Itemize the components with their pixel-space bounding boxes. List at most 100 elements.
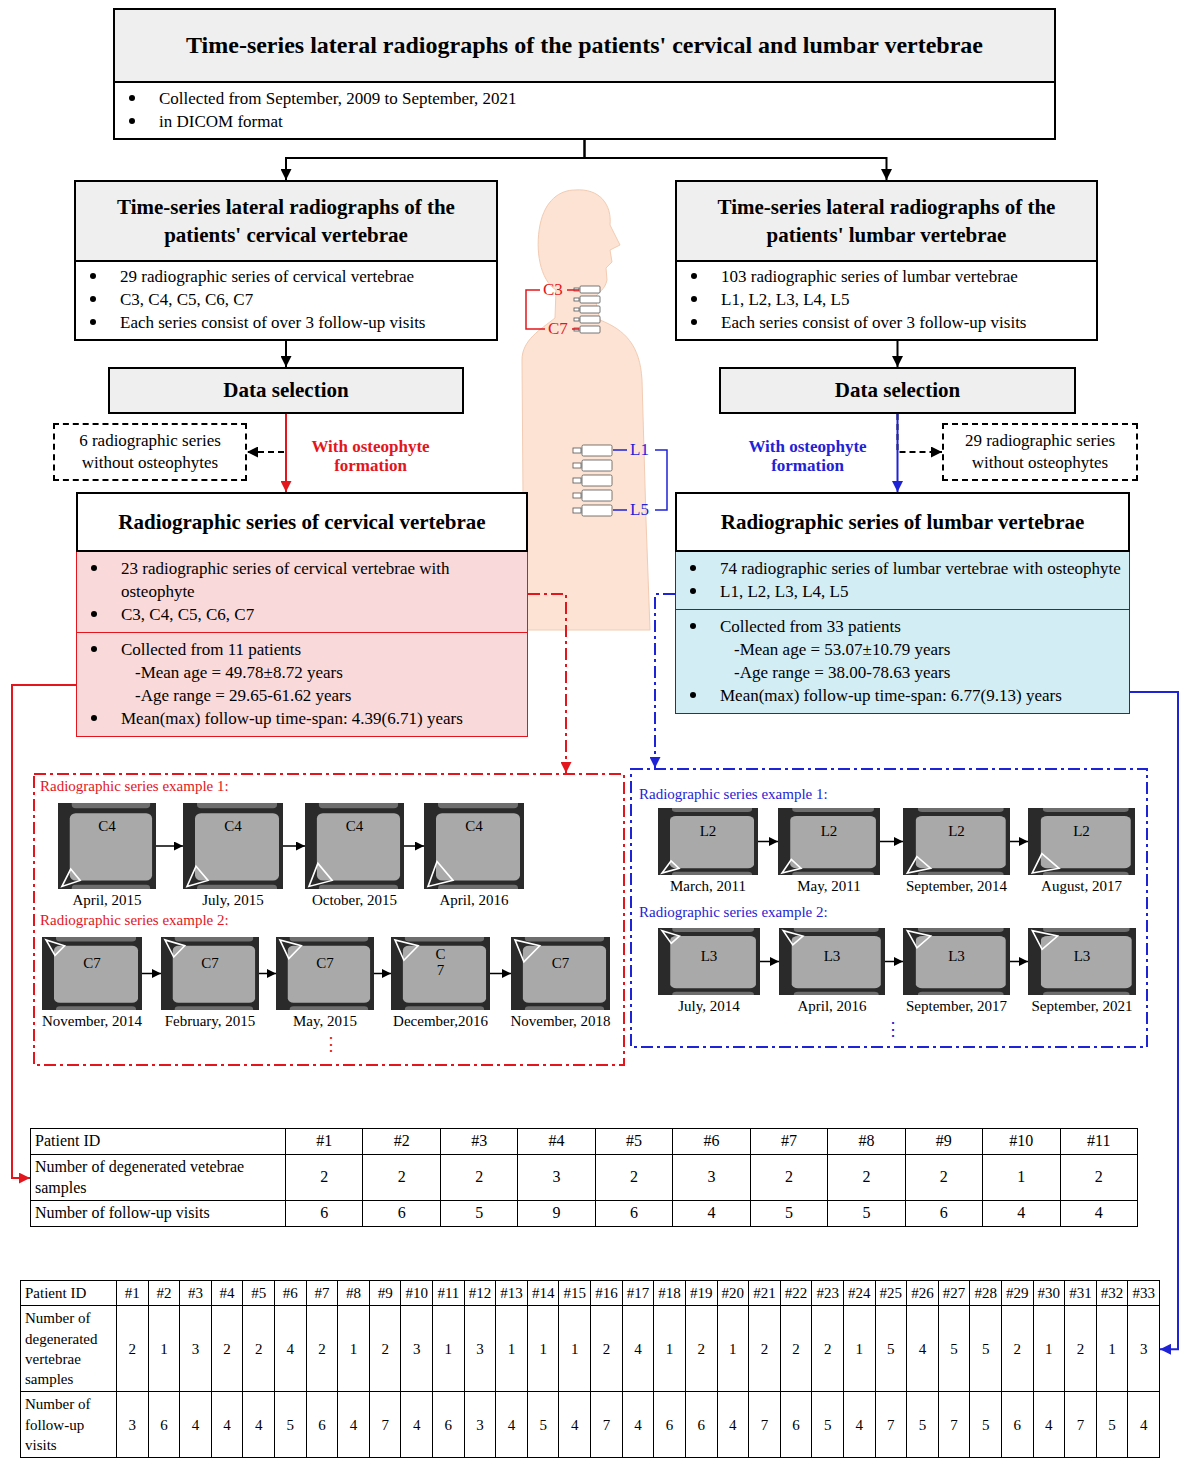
table-cell: 1	[1034, 1306, 1066, 1392]
table-cell: 5	[828, 1201, 905, 1227]
bullet-text: Collected from 11 patients	[121, 638, 301, 661]
table-cell: 4	[983, 1201, 1060, 1227]
xray-picture	[658, 808, 758, 875]
body-section: 23 radiographic series of cervical verte…	[76, 552, 528, 633]
table-cell: 2	[1065, 1306, 1097, 1392]
bullet-text: L1, L2, L3, L4, L5	[720, 580, 848, 603]
connector	[758, 841, 778, 843]
osteophyte-outline	[907, 931, 930, 948]
osteophyte-outline	[783, 931, 803, 945]
xray-image: L3September, 2017	[903, 928, 1010, 995]
excluded-box: 29 radiographic series without osteophyt…	[942, 423, 1138, 481]
connector	[374, 973, 391, 975]
connector	[12, 685, 76, 1178]
panel-text: Radiographic series example 1:	[40, 778, 229, 795]
date-label: April, 2016	[797, 998, 866, 1015]
table-cell: 2	[596, 1155, 673, 1202]
table-cell: #22	[781, 1281, 813, 1306]
osteophyte-outline	[907, 857, 930, 873]
xray-picture	[58, 803, 156, 889]
table-cell: #7	[307, 1281, 339, 1306]
table-cell: 3	[117, 1392, 149, 1458]
table-cell: 1	[718, 1306, 750, 1392]
xray-picture	[276, 937, 374, 1010]
heading: Time-series lateral radiographs of the p…	[718, 195, 1056, 247]
category-box: Time-series lateral radiographs of the p…	[675, 180, 1098, 341]
xray-image: L2September, 2014	[903, 808, 1010, 875]
panel-text: Radiographic series example 2:	[40, 912, 229, 929]
table-cell: 4	[180, 1392, 212, 1458]
table-cell: 4	[673, 1201, 750, 1227]
table-cell: #20	[718, 1281, 750, 1306]
bullet-text: C3, C4, C5, C6, C7	[121, 603, 254, 626]
table-cell: 2	[751, 1155, 828, 1202]
table-cell: 2	[686, 1306, 718, 1392]
table-cell: 5	[528, 1392, 560, 1458]
connector	[528, 594, 566, 773]
connector	[1010, 961, 1028, 963]
sub-text: -Mean age = 53.07±10.79 years	[734, 638, 950, 661]
table-cell: 4	[496, 1392, 528, 1458]
table-cell: #3	[441, 1129, 518, 1155]
body-section: 74 radiographic series of lumbar vertebr…	[675, 552, 1130, 610]
date-label: May, 2015	[293, 1013, 357, 1030]
xray-picture	[511, 937, 610, 1010]
vertebra-label: C 7	[433, 946, 448, 979]
table-cell: 4	[338, 1392, 370, 1458]
heading-band: Radiographic series of lumbar vertebrae	[675, 492, 1130, 552]
table-cell: 7	[591, 1392, 623, 1458]
vertebra-label: L3	[701, 948, 718, 965]
table-cell: 5	[970, 1392, 1002, 1458]
date-label: September, 2014	[906, 878, 1007, 895]
table-cell: 5	[876, 1306, 908, 1392]
bullet-row: Mean(max) follow-up time-span: 4.39(6.71…	[77, 707, 527, 730]
date-label: November, 2018	[510, 1013, 610, 1030]
bullet-dot	[90, 273, 96, 279]
bullet-text: 103 radiographic series of lumbar verteb…	[721, 265, 1018, 288]
osteophyte-outline	[1032, 931, 1057, 950]
table-cell: 4	[623, 1306, 655, 1392]
selection-box: Data selection	[719, 367, 1076, 414]
xray-image: L3July, 2014	[658, 928, 760, 995]
table-cell: 6	[686, 1392, 718, 1458]
bullet-dot	[91, 565, 97, 571]
osteophyte-outline	[62, 869, 80, 886]
bullet-text: L1, L2, L3, L4, L5	[721, 288, 849, 311]
table-cell: #24	[844, 1281, 876, 1306]
bullet-row: 29 radiographic series of cervical verte…	[76, 265, 496, 288]
date-label: December,2016	[393, 1013, 488, 1030]
connector	[655, 594, 675, 768]
bullet-dot	[691, 319, 697, 325]
sub-text: -Mean age = 49.78±8.72 years	[135, 661, 343, 684]
table-cell: #28	[970, 1281, 1002, 1306]
table-cell: 5	[751, 1201, 828, 1227]
table-cell: #10	[983, 1129, 1060, 1155]
heading-band: Time-series lateral radiographs of the p…	[74, 180, 498, 262]
table-cell: 7	[1065, 1392, 1097, 1458]
table-cell: #4	[518, 1129, 595, 1155]
table-cell: 4	[907, 1306, 939, 1392]
table-cell: 4	[1034, 1392, 1066, 1458]
table-cell: 1	[983, 1155, 1060, 1202]
body-section: Collected from September, 2009 to Septem…	[113, 83, 1056, 140]
table-cell: #18	[654, 1281, 686, 1306]
table-cell: 6	[433, 1392, 465, 1458]
table-cell: 2	[117, 1306, 149, 1392]
connector	[142, 973, 161, 975]
vertebra-label: C4	[346, 818, 364, 835]
box-text: Data selection	[835, 377, 960, 404]
body-section: Collected from 33 patients-Mean age = 53…	[675, 610, 1130, 714]
table-cell: 3	[518, 1155, 595, 1202]
table-cell: #26	[907, 1281, 939, 1306]
table-cell: #32	[1097, 1281, 1129, 1306]
connector	[404, 845, 424, 847]
data-table: Patient ID#1#2#3#4#5#6#7#8#9#10#11Number…	[30, 1128, 1138, 1227]
table-cell: 2	[307, 1306, 339, 1392]
table-cell: 2	[906, 1155, 983, 1202]
table-cell: 6	[654, 1392, 686, 1458]
bullet-dot	[90, 319, 96, 325]
xray-image: L2August, 2017	[1028, 808, 1135, 875]
vertebra-label: C4	[98, 818, 116, 835]
edge-label: With osteophyte formation	[298, 437, 443, 475]
connector	[490, 973, 511, 975]
